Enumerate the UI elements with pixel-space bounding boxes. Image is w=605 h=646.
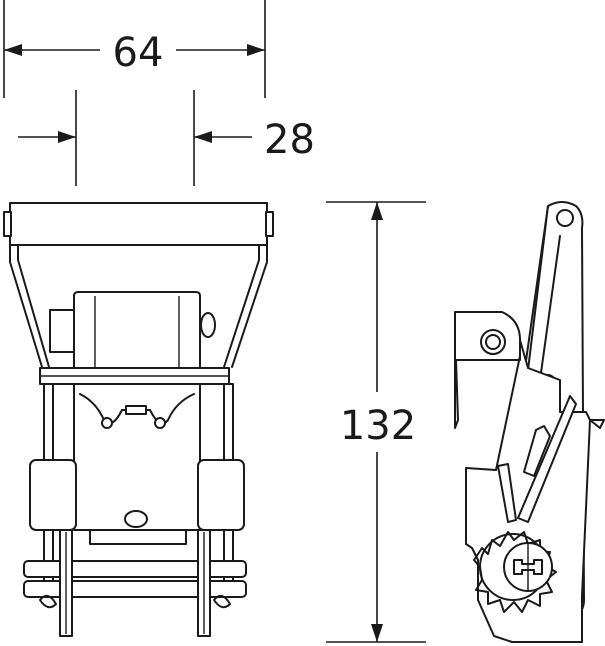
center-slot bbox=[124, 510, 148, 528]
handle-top-bar bbox=[9, 202, 268, 246]
right-housing bbox=[197, 459, 245, 531]
total-width-label: 64 bbox=[113, 30, 164, 76]
dimension-length: 132 bbox=[326, 201, 426, 643]
base-bar-upper bbox=[23, 560, 247, 578]
dimension-total-width: 64 bbox=[3, 0, 266, 98]
left-housing bbox=[29, 459, 77, 531]
strap-width-label: 28 bbox=[264, 117, 315, 163]
dimension-strap-width: 28 bbox=[18, 90, 315, 186]
handle-pivot-hole bbox=[556, 209, 574, 227]
handle-right-arm bbox=[231, 244, 268, 368]
base-bar-lower bbox=[23, 580, 247, 598]
side-view bbox=[454, 201, 605, 643]
length-label: 132 bbox=[340, 403, 416, 449]
handle-left-arm bbox=[9, 244, 43, 368]
front-view bbox=[3, 202, 274, 637]
ratchet-pawl bbox=[517, 395, 577, 523]
